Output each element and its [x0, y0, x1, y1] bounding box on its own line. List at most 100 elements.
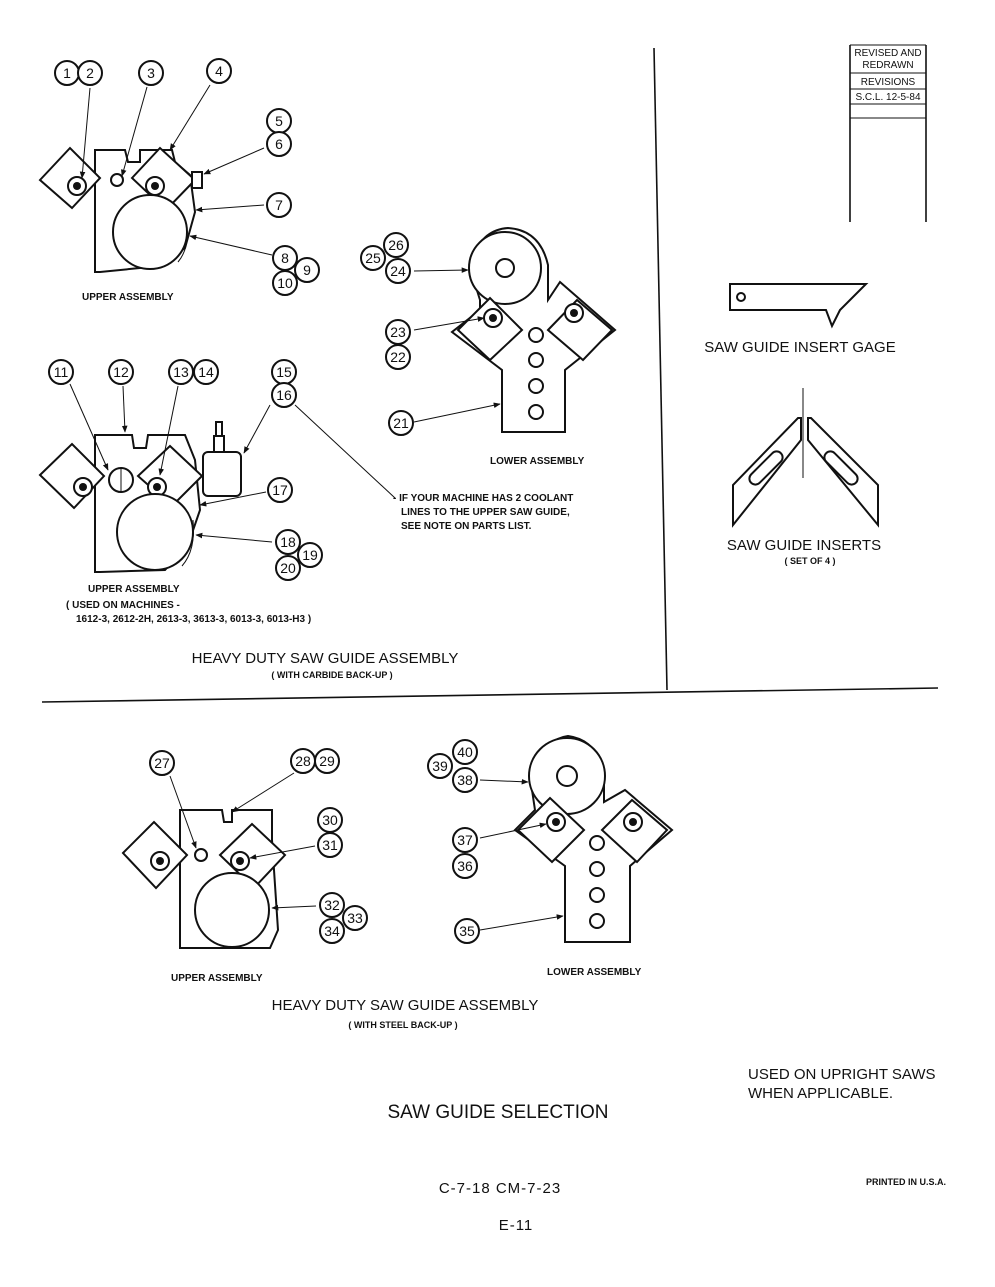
- svg-text:32: 32: [324, 897, 340, 913]
- svg-text:39: 39: [432, 758, 448, 774]
- callout-3: 3: [138, 60, 164, 86]
- svg-text:38: 38: [457, 772, 473, 788]
- svg-text:40: 40: [457, 744, 473, 760]
- callout-7: 7: [266, 192, 292, 218]
- svg-text:3: 3: [147, 65, 155, 81]
- revision-line-1: REVISED AND: [854, 48, 921, 59]
- callout-19: 19: [297, 542, 323, 568]
- callout-29: 29: [314, 748, 340, 774]
- upper-assembly-1-drawing: [38, 146, 203, 273]
- svg-text:17: 17: [272, 482, 288, 498]
- svg-text:33: 33: [347, 910, 363, 926]
- callout-1: 1: [54, 60, 80, 86]
- upper-assembly-2-drawing: [38, 421, 242, 573]
- svg-text:24: 24: [390, 263, 406, 279]
- svg-text:25: 25: [365, 250, 381, 266]
- svg-text:23: 23: [390, 324, 406, 340]
- svg-text:1: 1: [63, 65, 71, 81]
- inserts-sublabel: ( SET OF 4 ): [784, 556, 835, 566]
- svg-text:27: 27: [154, 755, 170, 771]
- svg-text:6: 6: [275, 136, 283, 152]
- callout-5: 5: [266, 108, 292, 134]
- callout-39: 39: [427, 753, 453, 779]
- callout-23: 23: [385, 319, 411, 345]
- svg-text:11: 11: [54, 364, 69, 380]
- carbide-assembly-title: HEAVY DUTY SAW GUIDE ASSEMBLY: [192, 650, 459, 667]
- carbide-assembly-subtitle: ( WITH CARBIDE BACK-UP ): [271, 670, 392, 680]
- coolant-note-line-1: - IF YOUR MACHINE HAS 2 COOLANT: [393, 493, 573, 504]
- svg-text:16: 16: [276, 387, 292, 403]
- callout-28: 28: [290, 748, 316, 774]
- callout-36: 36: [452, 853, 478, 879]
- callout-15: 15: [271, 359, 297, 385]
- revision-line-2: REDRAWN: [862, 60, 913, 71]
- callout-9: 9: [294, 257, 320, 283]
- svg-text:15: 15: [276, 364, 292, 380]
- svg-text:20: 20: [280, 560, 296, 576]
- steel-upper-assembly-drawing: [121, 809, 287, 949]
- usage-note-line-1: USED ON UPRIGHT SAWS: [748, 1066, 936, 1083]
- callout-10: 10: [272, 270, 298, 296]
- svg-text:14: 14: [198, 364, 214, 380]
- callout-17: 17: [267, 477, 293, 503]
- callout-8: 8: [272, 245, 298, 271]
- lower-assembly-label-1: LOWER ASSEMBLY: [490, 456, 585, 467]
- callout-37: 37: [452, 827, 478, 853]
- lower-assembly-1-drawing: [450, 226, 617, 433]
- used-on-line-1: ( USED ON MACHINES -: [66, 600, 180, 611]
- svg-text:10: 10: [277, 275, 293, 291]
- revision-box: [849, 44, 927, 222]
- svg-text:30: 30: [322, 812, 338, 828]
- steel-assembly-title: HEAVY DUTY SAW GUIDE ASSEMBLY: [272, 997, 539, 1014]
- svg-text:36: 36: [457, 858, 473, 874]
- usage-note-line-2: WHEN APPLICABLE.: [748, 1085, 893, 1102]
- printed-in-label: PRINTED IN U.S.A.: [866, 1177, 946, 1187]
- callout-18: 18: [275, 529, 301, 555]
- insert-gage-label: SAW GUIDE INSERT GAGE: [704, 339, 895, 356]
- coolant-note-line-2: LINES TO THE UPPER SAW GUIDE,: [401, 507, 570, 518]
- page-number: E-11: [499, 1217, 534, 1234]
- horizontal-divider: [41, 687, 939, 703]
- svg-text:28: 28: [295, 753, 311, 769]
- callout-38: 38: [452, 767, 478, 793]
- callout-33: 33: [342, 905, 368, 931]
- callout-32: 32: [319, 892, 345, 918]
- insert-set-drawing: [732, 388, 879, 528]
- coolant-note-line-3: SEE NOTE ON PARTS LIST.: [401, 521, 532, 532]
- callout-24: 24: [385, 258, 411, 284]
- callout-40: 40: [452, 739, 478, 765]
- upper-assembly-label-1: UPPER ASSEMBLY: [82, 292, 174, 303]
- svg-text:4: 4: [215, 63, 223, 79]
- svg-text:5: 5: [275, 113, 283, 129]
- callout-31: 31: [317, 832, 343, 858]
- svg-text:21: 21: [393, 415, 409, 431]
- revision-line-4: S.C.L. 12-5-84: [855, 92, 920, 103]
- callout-22: 22: [385, 344, 411, 370]
- svg-text:12: 12: [113, 364, 129, 380]
- callout-bubbles: 1 2 3 4 5 6 7 8 9 10 11 12 13 14 15 16 1…: [48, 58, 480, 944]
- insert-gage-drawing: [729, 283, 869, 329]
- svg-text:7: 7: [275, 197, 283, 213]
- svg-text:18: 18: [280, 534, 296, 550]
- callout-34: 34: [319, 918, 345, 944]
- upper-assembly-label-2: UPPER ASSEMBLY: [88, 584, 180, 595]
- used-on-line-2: 1612-3, 2612-2H, 2613-3, 3613-3, 6013-3,…: [76, 614, 311, 625]
- document-code: C-7-18 CM-7-23: [439, 1180, 561, 1197]
- svg-text:13: 13: [173, 364, 189, 380]
- svg-text:19: 19: [302, 547, 318, 563]
- revision-line-3: REVISIONS: [861, 77, 916, 88]
- callout-21: 21: [388, 410, 414, 436]
- svg-text:37: 37: [457, 832, 473, 848]
- steel-assembly-subtitle: ( WITH STEEL BACK-UP ): [348, 1020, 457, 1030]
- steel-lower-assembly-drawing: [513, 734, 674, 943]
- svg-text:9: 9: [303, 262, 311, 278]
- callout-26: 26: [383, 232, 409, 258]
- inserts-label: SAW GUIDE INSERTS: [727, 537, 881, 554]
- callout-14: 14: [193, 359, 219, 385]
- svg-text:34: 34: [324, 923, 340, 939]
- callout-16: 16: [271, 382, 297, 408]
- svg-text:31: 31: [322, 837, 338, 853]
- callout-27: 27: [149, 750, 175, 776]
- steel-lower-assembly-label: LOWER ASSEMBLY: [547, 967, 642, 978]
